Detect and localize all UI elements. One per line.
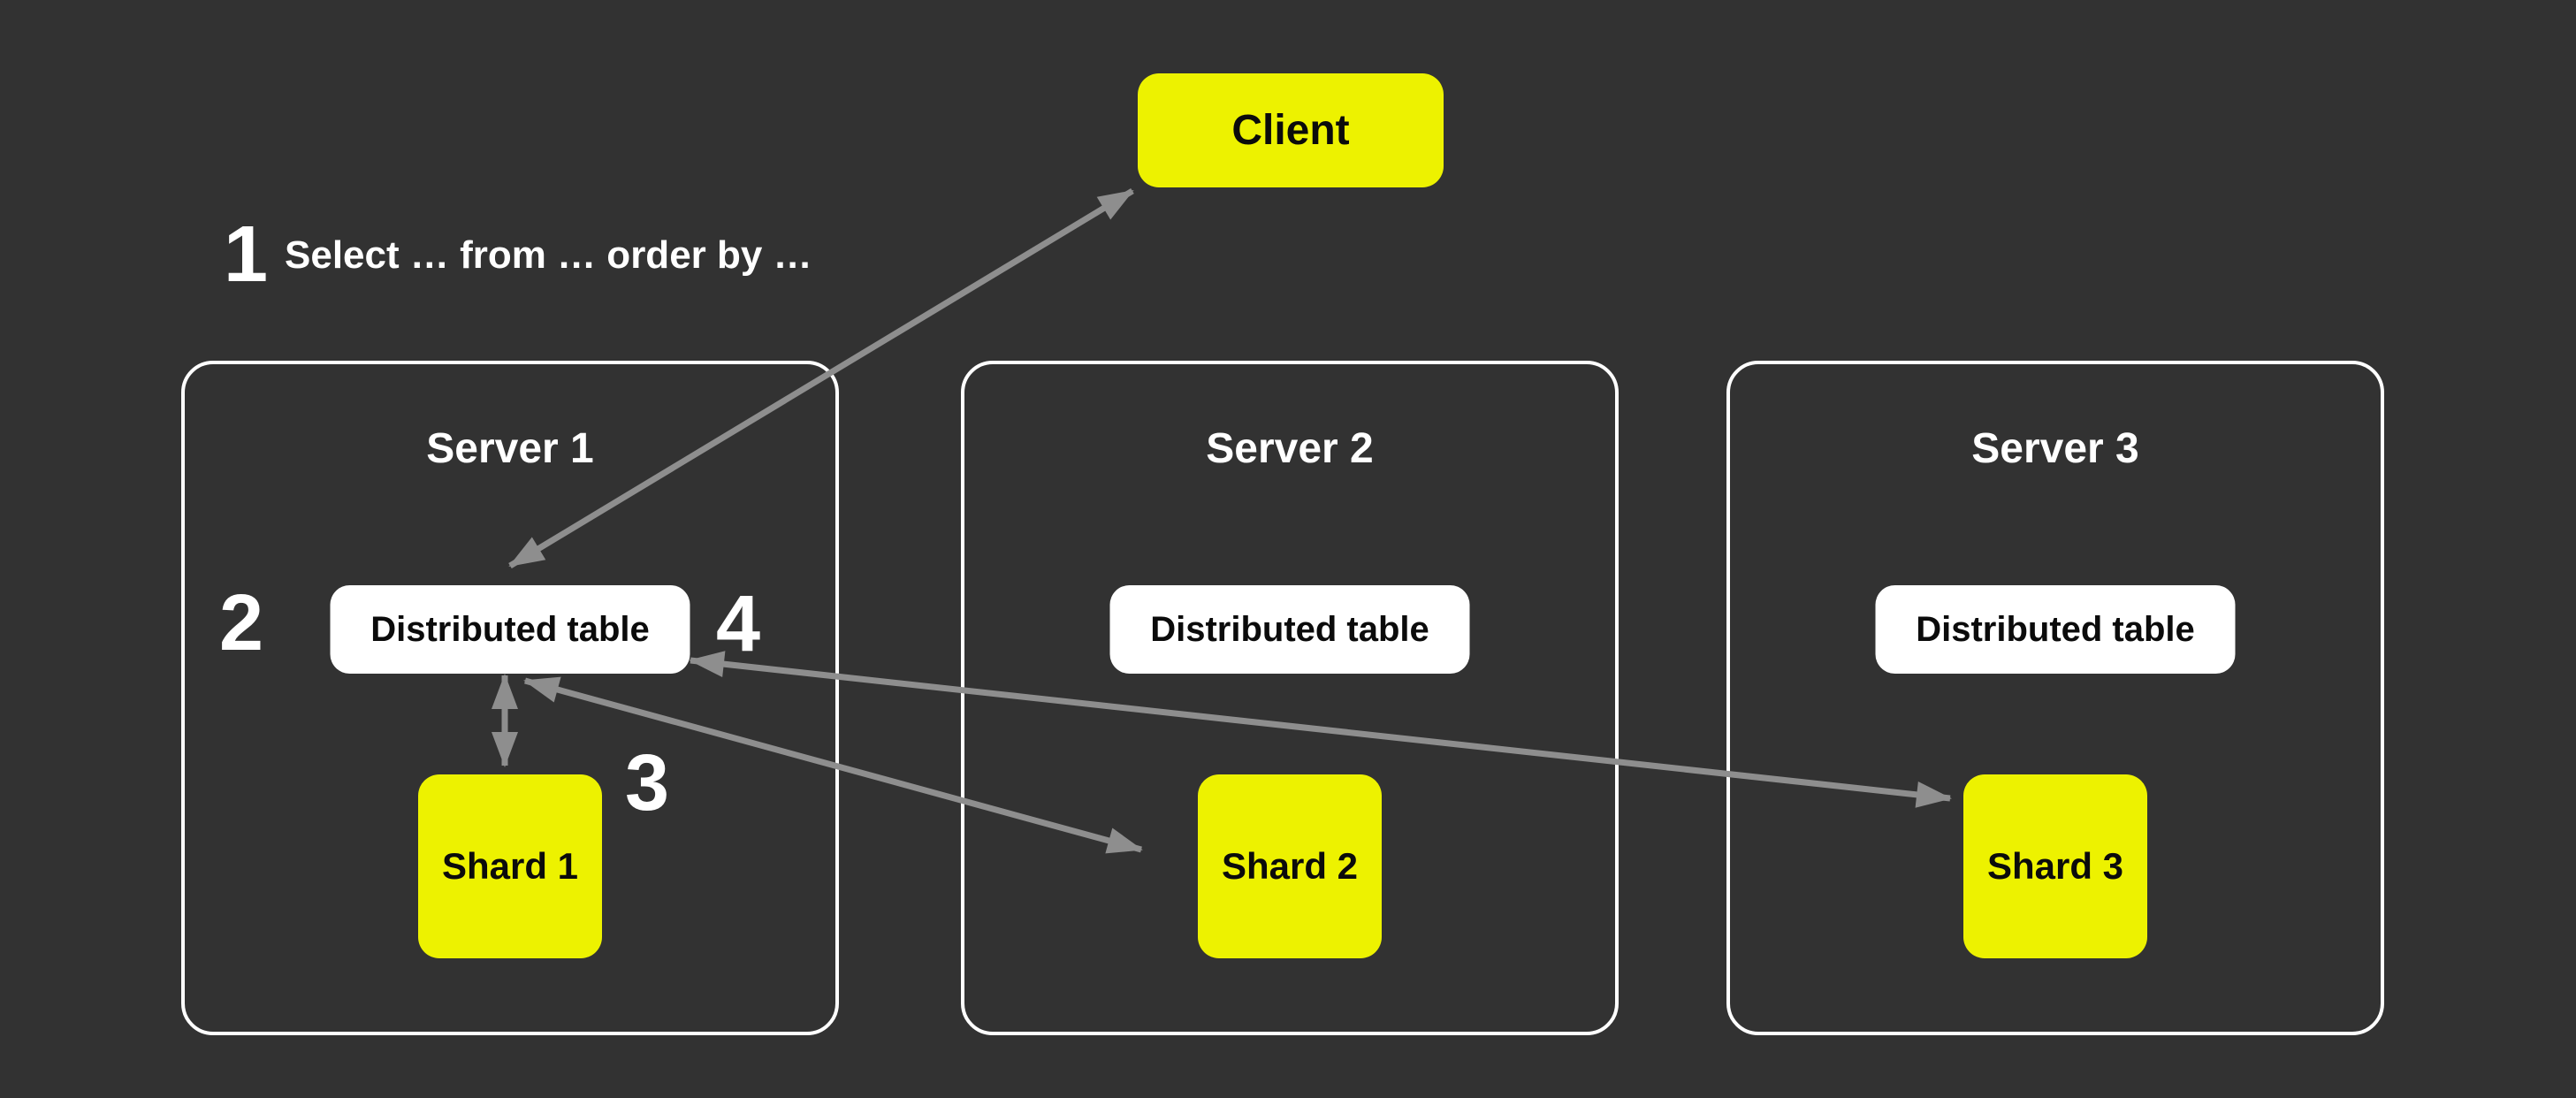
step-number-4: 4 — [716, 580, 761, 668]
shard-2-node: Shard 2 — [1198, 774, 1382, 958]
server-3-distributed-table-label: Distributed table — [1916, 609, 2195, 649]
server-2-title: Server 2 — [1206, 425, 1374, 472]
server-3-title: Server 3 — [1971, 425, 2139, 472]
server-3-distributed-table: Distributed table — [1875, 585, 2236, 674]
server-1-distributed-table-label: Distributed table — [370, 609, 650, 649]
server-1-title: Server 1 — [426, 425, 594, 472]
server-2-box: Server 2 Distributed table Shard 2 — [961, 361, 1619, 1035]
shard-3-node: Shard 3 — [1963, 774, 2147, 958]
server-1-distributed-table: Distributed table — [330, 585, 690, 674]
step-number-2: 2 — [219, 579, 264, 667]
server-2-distributed-table-label: Distributed table — [1150, 609, 1429, 649]
step-1-query-text: Select … from … order by … — [285, 233, 812, 277]
client-label: Client — [1231, 107, 1350, 154]
client-node: Client — [1138, 73, 1444, 187]
shard-1-node: Shard 1 — [418, 774, 602, 958]
shard-2-label: Shard 2 — [1221, 845, 1359, 887]
step-number-1: 1 — [224, 210, 269, 299]
shard-3-label: Shard 3 — [1986, 845, 2124, 887]
shard-1-label: Shard 1 — [441, 845, 579, 887]
server-2-distributed-table: Distributed table — [1109, 585, 1470, 674]
server-3-box: Server 3 Distributed table Shard 3 — [1726, 361, 2384, 1035]
server-1-box: Server 1 Distributed table Shard 1 — [181, 361, 839, 1035]
